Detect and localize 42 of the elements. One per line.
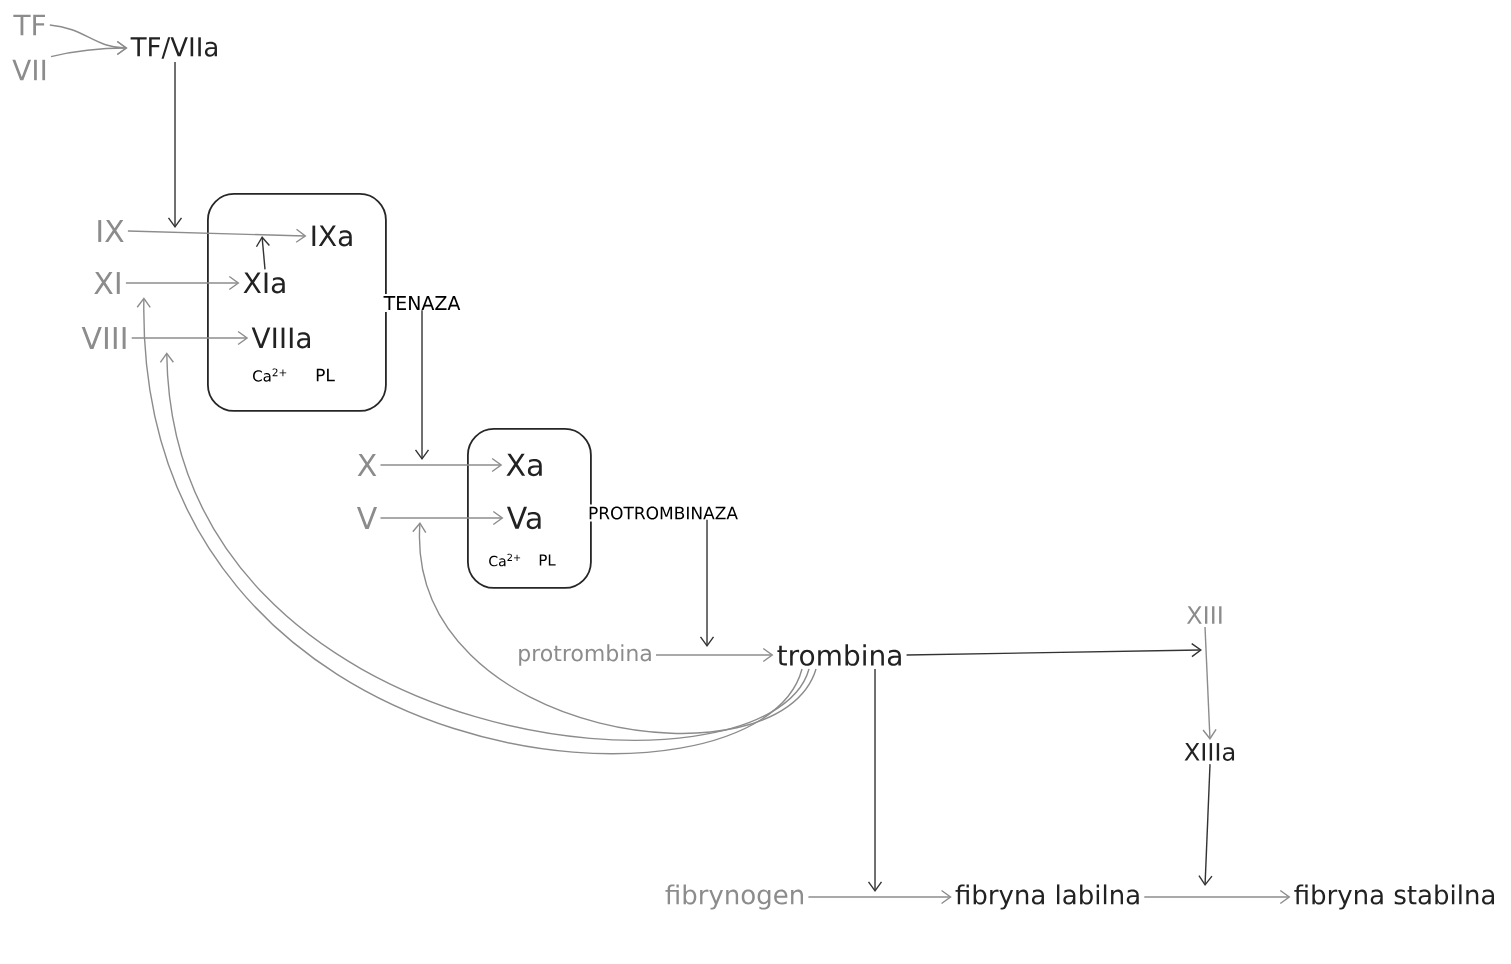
arrow (412, 522, 817, 734)
factor-label: VII (12, 59, 46, 81)
factor-label: fibrynogen (665, 884, 803, 910)
arrow (1202, 626, 1217, 740)
arrow (50, 40, 128, 58)
factor-label: XIII (1186, 606, 1222, 624)
arrow (867, 668, 883, 892)
arrow (255, 236, 271, 271)
factor-label: trombina (777, 644, 901, 666)
factor-label: X (357, 454, 377, 476)
arrow (159, 352, 810, 741)
arrow (414, 309, 430, 460)
factor-label: VIIIa (251, 327, 310, 349)
factor-label: XIa (243, 272, 285, 294)
arrow (905, 642, 1202, 658)
node-label: PROTROMBINAZA (589, 506, 738, 520)
arrow (136, 297, 803, 755)
factor-label: VIII (81, 327, 126, 349)
factor-label: IX (98, 220, 124, 242)
arrow (127, 228, 307, 243)
node-label: TENAZA (383, 296, 461, 310)
arrow (379, 457, 503, 473)
arrow (131, 330, 249, 346)
factor-label: TF (13, 14, 45, 36)
factor-label: fibryna stabilna (1294, 884, 1494, 910)
factor-label: protrombina (519, 644, 651, 666)
arrow (699, 518, 715, 647)
factor-label: Va (506, 506, 541, 530)
arrow (125, 275, 240, 291)
factor-label: Xa (506, 453, 542, 477)
factor-label: TF/VIIa (130, 37, 217, 59)
arrow (167, 61, 183, 228)
factor-label: IXa (312, 225, 352, 247)
arrow (1143, 889, 1291, 905)
factor-label: XI (94, 272, 120, 294)
arrow (379, 510, 504, 526)
arrow (1198, 763, 1213, 886)
arrow (655, 647, 774, 663)
factor-label: XIIIa (1184, 743, 1235, 761)
factor-label: V (357, 507, 378, 529)
factor-label: fibryna labilna (955, 884, 1139, 910)
arrow (807, 889, 952, 905)
